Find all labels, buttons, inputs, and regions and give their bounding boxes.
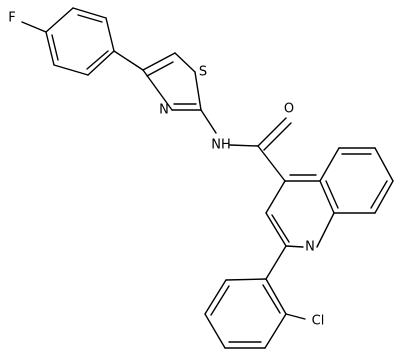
c-f-bond xyxy=(21,21,47,33)
carbonyl-bond xyxy=(257,117,287,147)
fluorine-label: F xyxy=(8,11,15,26)
carbonyl-oxygen-label: O xyxy=(284,102,294,117)
amide-nh-label: NH xyxy=(211,138,231,153)
c-cl-bond xyxy=(285,313,306,320)
chlorine-label: Cl xyxy=(312,314,325,329)
atom-labels: F S N NH O N Cl xyxy=(8,11,324,329)
thiazole-sulfur-label: S xyxy=(199,65,207,80)
thiazole-nitrogen-label: N xyxy=(159,103,169,118)
chlorophenyl-ring xyxy=(204,278,287,349)
quinoline-pyridine-ring xyxy=(265,174,335,248)
quinoline-chlorophenyl-bond xyxy=(265,245,287,280)
thiazole-ring xyxy=(142,52,202,111)
amide-bond xyxy=(229,144,259,147)
carbonyl-quinoline-bond xyxy=(257,145,286,182)
fluorophenyl-ring xyxy=(45,7,115,76)
thiazole-amide-bond xyxy=(200,109,217,134)
phenyl-thiazole-bond xyxy=(113,50,144,71)
quinoline-benzo-ring xyxy=(319,147,394,214)
quinoline-nitrogen-label: N xyxy=(305,240,315,255)
